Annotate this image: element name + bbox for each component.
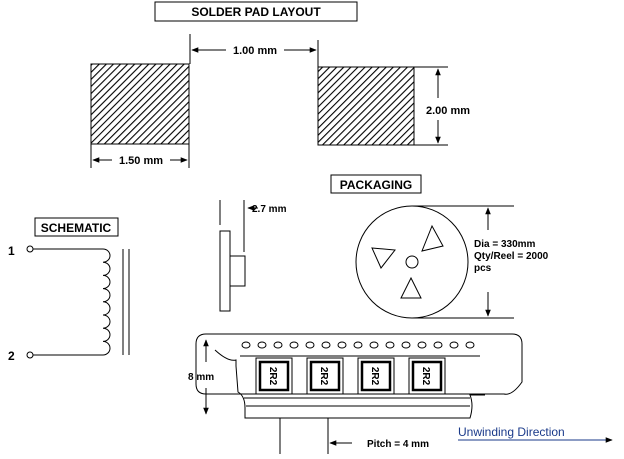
pad-gap-dimension <box>189 34 319 67</box>
schematic-title: SCHEMATIC <box>41 221 112 235</box>
pin1-label: 1 <box>8 244 15 258</box>
tape-pocket-1 <box>255 357 293 395</box>
right-pad <box>317 66 415 146</box>
pad-height-dimension <box>414 66 448 146</box>
left-pad <box>90 63 190 145</box>
tape-pocket-4 <box>408 357 446 395</box>
part-marking-4: 2R2 <box>420 367 431 386</box>
sprocket-holes <box>241 341 475 349</box>
packaging-title: PACKAGING <box>340 178 412 192</box>
pad-width-label: 1.50 mm <box>119 155 163 167</box>
pad-width-dimension <box>90 144 190 168</box>
part-marking-1: 2R2 <box>267 367 278 386</box>
thickness-label: 2.7 mm <box>252 204 287 215</box>
part-marking-3: 2R2 <box>369 367 380 386</box>
reel <box>355 205 514 319</box>
component-side-view <box>219 200 258 312</box>
schematic-title-box <box>34 217 119 237</box>
pin2-label: 2 <box>8 349 15 363</box>
unwinding-direction-label: Unwinding Direction <box>458 425 565 439</box>
reel-qty-label: Qty/Reel = 2000 <box>474 251 549 262</box>
solder-pad-title: SOLDER PAD LAYOUT <box>191 5 321 19</box>
packaging-title-box <box>330 174 422 194</box>
reel-diameter-label: Dia = 330mm <box>474 239 536 250</box>
inductor-symbol <box>26 245 130 359</box>
pad-gap-label: 1.00 mm <box>233 45 277 57</box>
solder-pad-title-box <box>154 1 358 22</box>
tape-pocket-2 <box>306 357 344 395</box>
tape-pocket-3 <box>357 357 395 395</box>
tape-width-label: 8 mm <box>188 372 214 383</box>
part-marking-2: 2R2 <box>318 367 329 386</box>
pad-height-label: 2.00 mm <box>426 105 470 117</box>
pitch-label: Pitch = 4 mm <box>367 439 429 450</box>
pitch-dimension <box>279 418 352 454</box>
reel-qty-unit-label: pcs <box>474 263 492 274</box>
